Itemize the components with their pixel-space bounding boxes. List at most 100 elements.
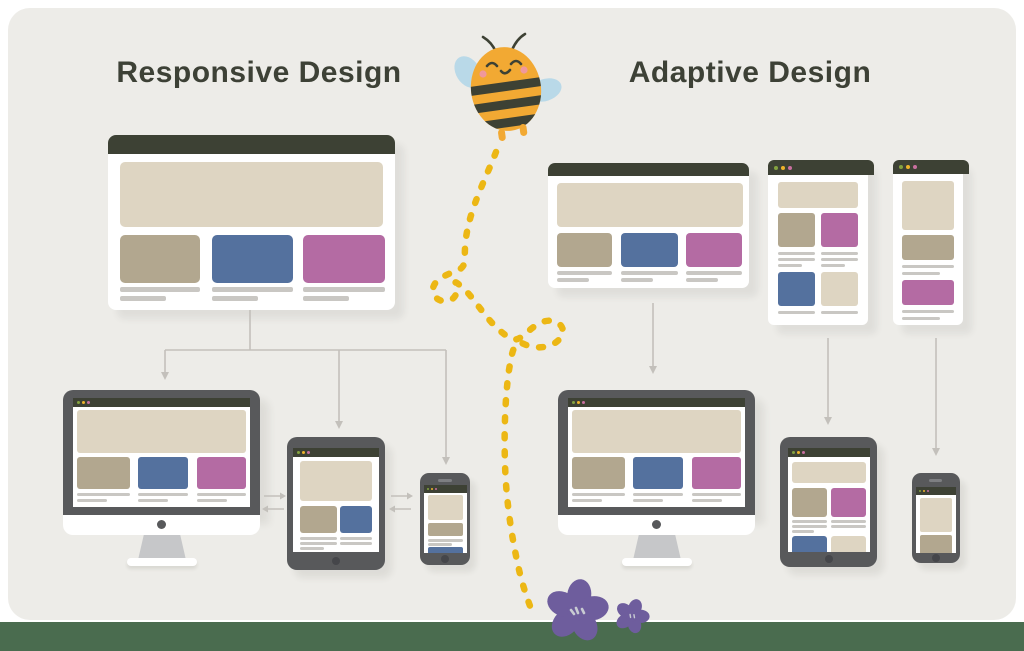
text-line xyxy=(692,493,741,496)
text-line xyxy=(821,264,845,267)
content-block-tan xyxy=(778,213,815,247)
pink-dot-icon xyxy=(788,165,792,170)
content-block-tan xyxy=(902,235,954,260)
text-line xyxy=(792,530,814,533)
yellow-dot-icon xyxy=(922,489,926,493)
hero-block xyxy=(120,162,383,227)
text-line xyxy=(340,537,372,540)
content-block-blue xyxy=(792,536,827,552)
content-block-tan xyxy=(572,457,625,489)
content-block-beige xyxy=(821,272,858,306)
grass-strip xyxy=(0,622,1024,651)
text-line xyxy=(303,296,349,301)
pink-dot-icon xyxy=(913,165,917,169)
home-button-icon xyxy=(332,557,340,565)
text-line xyxy=(902,272,940,275)
content-block-magenta xyxy=(692,457,741,489)
pink-dot-icon xyxy=(926,489,930,493)
text-line xyxy=(686,271,742,275)
text-line xyxy=(621,271,678,275)
content-block-blue xyxy=(212,235,293,283)
phone-speaker-icon xyxy=(438,479,452,482)
text-line xyxy=(902,265,954,268)
green-dot-icon xyxy=(572,401,575,404)
hero-block xyxy=(300,461,372,501)
content-block-tan xyxy=(120,235,200,283)
yellow-dot-icon xyxy=(430,487,434,491)
text-line xyxy=(633,493,683,496)
browser-titlebar xyxy=(893,160,969,174)
hero-block xyxy=(428,495,463,520)
text-line xyxy=(77,493,130,496)
content-block-magenta xyxy=(821,213,858,247)
adaptive-desktop-monitor xyxy=(558,390,755,568)
pink-dot-icon xyxy=(87,401,90,404)
text-line xyxy=(197,499,227,502)
text-line xyxy=(831,525,866,528)
content-block-tan xyxy=(920,535,952,553)
monitor-button-icon xyxy=(157,520,166,529)
content-block-blue xyxy=(633,457,683,489)
browser-titlebar xyxy=(768,160,874,175)
home-button-icon xyxy=(441,555,449,563)
browser-titlebar xyxy=(108,135,395,154)
yellow-dot-icon xyxy=(577,401,580,404)
text-line xyxy=(300,537,337,540)
green-dot-icon xyxy=(77,401,80,404)
adaptive-design-title: Adaptive Design xyxy=(628,56,872,89)
responsive-design-title: Responsive Design xyxy=(116,56,402,89)
monitor-stand xyxy=(633,535,681,560)
content-block-tan xyxy=(428,523,463,536)
text-line xyxy=(692,499,722,502)
content-block-magenta xyxy=(303,235,385,283)
monitor-stand xyxy=(138,535,186,560)
text-line xyxy=(831,520,866,523)
text-line xyxy=(120,287,200,292)
text-line xyxy=(138,499,168,502)
yellow-dot-icon xyxy=(797,451,800,454)
hero-block xyxy=(572,410,741,453)
responsive-desktop-monitor xyxy=(63,390,260,568)
adaptive-phone xyxy=(912,473,960,563)
content-block-tan xyxy=(300,506,337,533)
yellow-dot-icon xyxy=(781,165,785,170)
content-block-magenta xyxy=(197,457,246,489)
text-line xyxy=(138,493,188,496)
hero-block xyxy=(902,181,954,230)
home-button-icon xyxy=(932,554,940,562)
text-line xyxy=(120,296,166,301)
text-line xyxy=(557,271,612,275)
browser-titlebar xyxy=(568,398,745,407)
monitor-screen xyxy=(73,398,250,507)
text-line xyxy=(778,264,802,267)
pink-dot-icon xyxy=(307,451,310,454)
content-block-beige xyxy=(831,536,866,552)
adaptive-phone-window xyxy=(893,160,969,325)
monitor-button-icon xyxy=(652,520,661,529)
phone-speaker-icon xyxy=(929,479,942,482)
browser-titlebar xyxy=(424,485,467,493)
pink-dot-icon xyxy=(582,401,585,404)
hero-block xyxy=(920,498,952,532)
text-line xyxy=(686,278,718,282)
adaptive-desktop-window xyxy=(548,163,749,288)
content-block-tan xyxy=(792,488,827,517)
content-block-blue xyxy=(778,272,815,306)
text-line xyxy=(792,525,827,528)
yellow-dot-icon xyxy=(906,165,910,169)
text-line xyxy=(792,520,827,523)
text-line xyxy=(821,258,858,261)
text-line xyxy=(212,287,293,292)
green-dot-icon xyxy=(899,165,903,169)
content-block-magenta xyxy=(902,280,954,305)
phone-screen xyxy=(424,485,467,553)
text-line xyxy=(621,278,653,282)
browser-titlebar xyxy=(788,448,870,457)
text-line xyxy=(300,547,324,550)
content-block-blue xyxy=(340,506,372,533)
text-line xyxy=(340,542,372,545)
text-line xyxy=(902,317,940,320)
phone-screen xyxy=(916,487,956,553)
content-block-blue xyxy=(621,233,678,267)
